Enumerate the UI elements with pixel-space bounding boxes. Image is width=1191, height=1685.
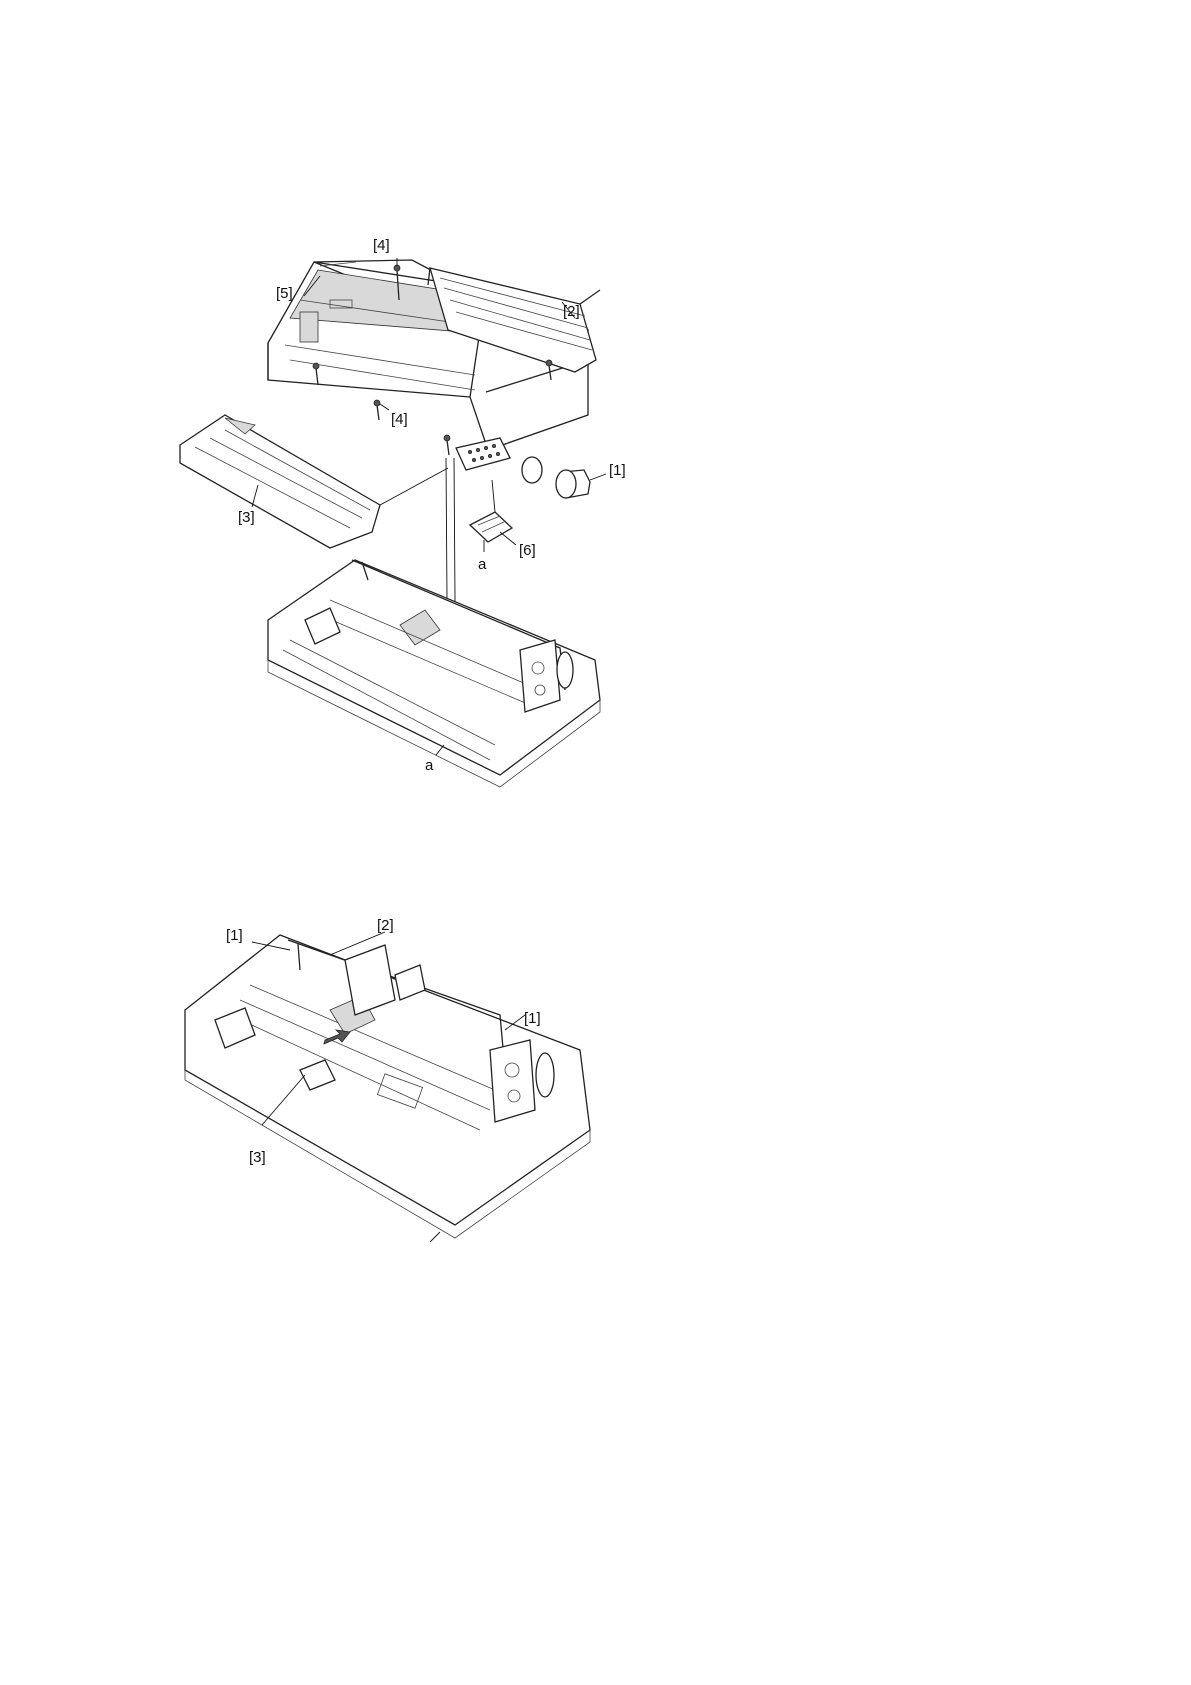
callout-cover-plate: [3] bbox=[249, 1150, 266, 1165]
callout-shaft-left: [1] bbox=[226, 928, 243, 943]
callout-shaft-right: [1] bbox=[524, 1011, 541, 1026]
callout-carriage: [2] bbox=[377, 918, 394, 933]
printer-mechanism-bottom bbox=[185, 935, 590, 1242]
